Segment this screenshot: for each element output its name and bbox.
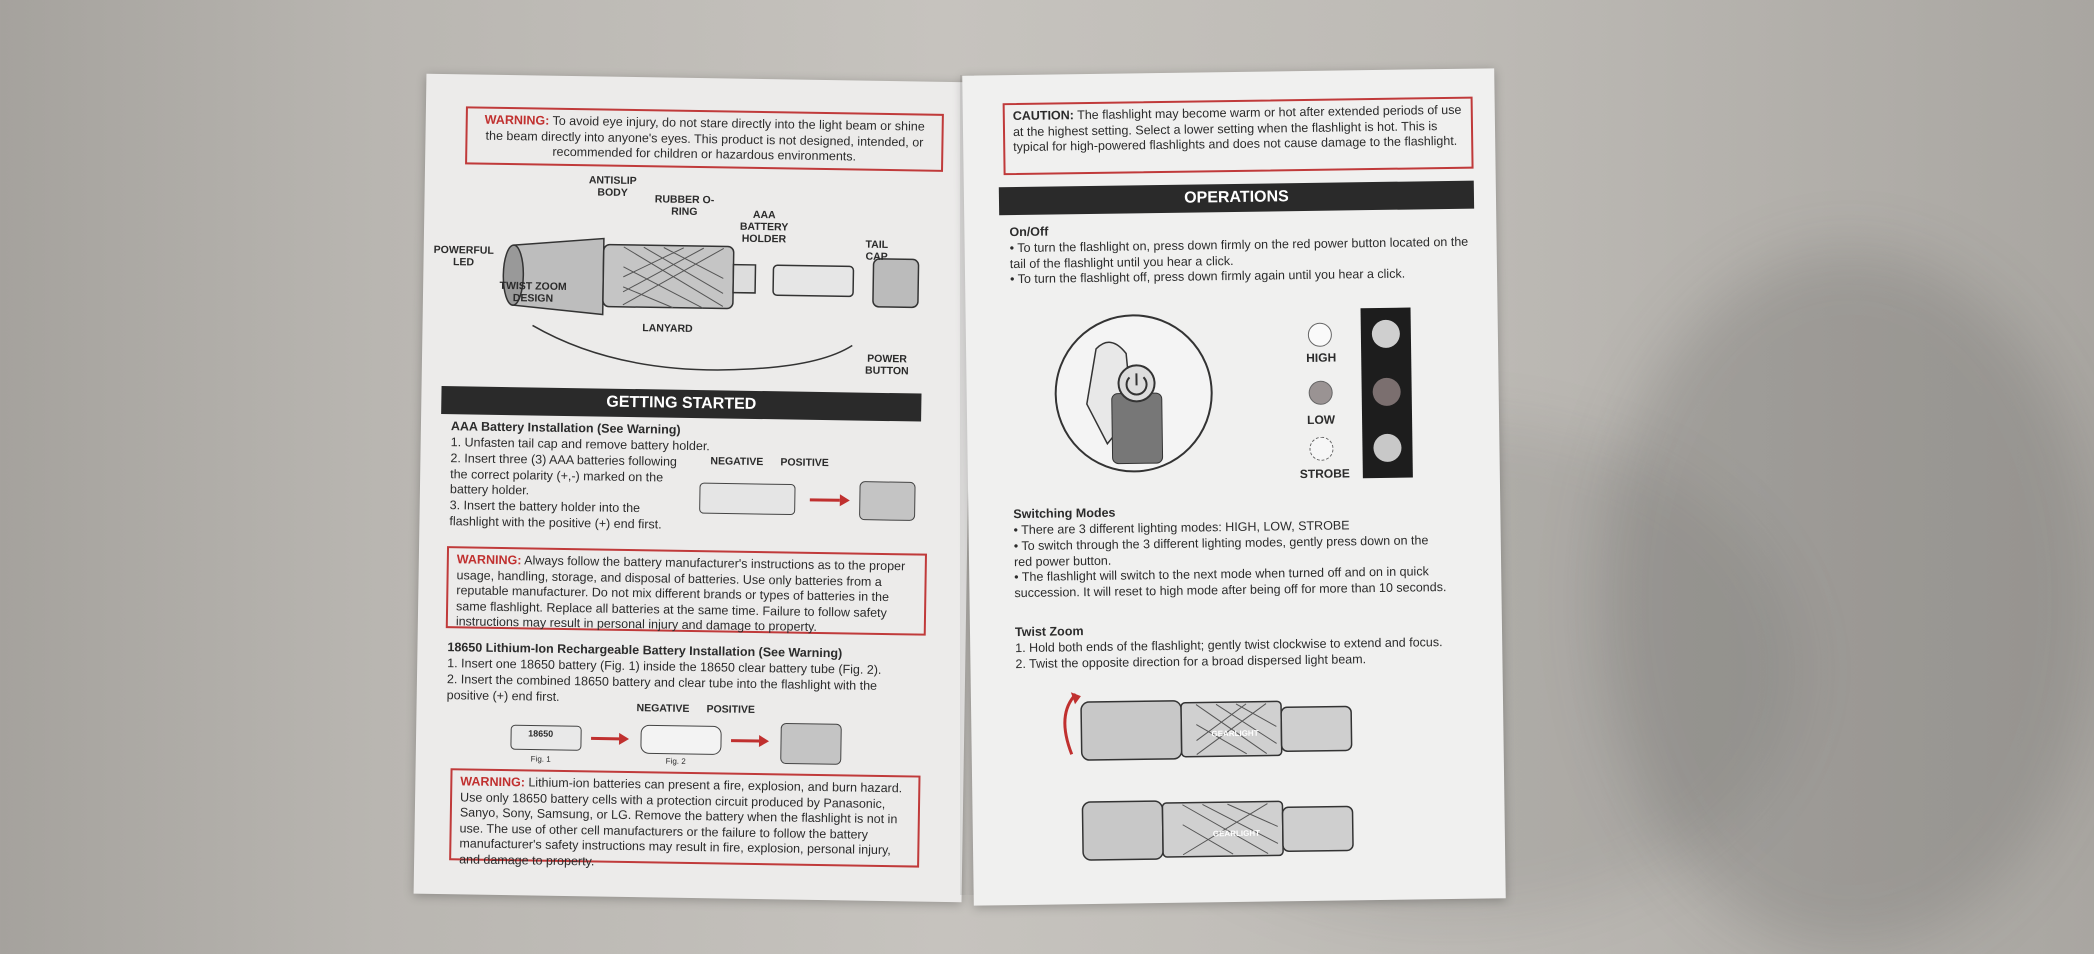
brand-label: GEARLIGHT bbox=[1211, 728, 1259, 739]
zoom-heading: Twist Zoom bbox=[1014, 624, 1084, 640]
strobe-swatch bbox=[1309, 436, 1334, 461]
lithium-warning-box: WARNING: Lithium-ion batteries can prese… bbox=[449, 768, 921, 868]
right-page: CAUTION: The flashlight may become warm … bbox=[962, 68, 1506, 906]
fig1-label: Fig. 1 bbox=[530, 754, 551, 764]
switching-item: • The flashlight will switch to the next… bbox=[1014, 564, 1447, 600]
negative-label: NEGATIVE bbox=[710, 455, 764, 469]
label-lanyard: LANYARD bbox=[642, 322, 693, 335]
label-power-button: POWER BUTTON bbox=[864, 352, 909, 378]
caution-box: CAUTION: The flashlight may become warm … bbox=[1002, 96, 1474, 176]
warning-text: To avoid eye injury, do not stare direct… bbox=[485, 113, 925, 164]
strobe-light-icon bbox=[1373, 433, 1402, 463]
warning-text: Always follow the battery manufacturer's… bbox=[455, 553, 906, 634]
onoff-heading: On/Off bbox=[1009, 224, 1049, 240]
high-light-icon bbox=[1371, 319, 1401, 349]
switching-heading: Switching Modes bbox=[1013, 505, 1116, 522]
positive-label: POSITIVE bbox=[706, 703, 756, 716]
warning-text: Lithium-ion batteries can present a fire… bbox=[459, 775, 903, 868]
mode-strobe-label: STROBE bbox=[1299, 466, 1350, 482]
aaa-step: 2. Insert three (3) AAA batteries follow… bbox=[449, 451, 678, 498]
warning-label: WARNING: bbox=[456, 552, 522, 568]
warning-label: WARNING: bbox=[460, 774, 526, 790]
flashlight-parts-diagram bbox=[502, 237, 920, 371]
caution-label: CAUTION: bbox=[1012, 108, 1075, 124]
left-page: WARNING: To avoid eye injury, do not sta… bbox=[413, 73, 975, 903]
mode-low-label: LOW bbox=[1306, 412, 1336, 427]
background-shadow bbox=[1600, 250, 2094, 950]
positive-label: POSITIVE bbox=[780, 456, 829, 470]
mode-high-label: HIGH bbox=[1306, 350, 1337, 365]
label-battery-holder: AAA BATTERY HOLDER bbox=[739, 208, 789, 246]
getting-started-heading: GETTING STARTED bbox=[441, 386, 922, 422]
battery-warning-box: WARNING: Always follow the battery manuf… bbox=[445, 546, 927, 636]
li-battery-diagram bbox=[510, 722, 842, 765]
label-antislip: ANTISLIP BODY bbox=[588, 174, 637, 199]
mode-preview-panel bbox=[1360, 307, 1413, 479]
high-swatch bbox=[1307, 322, 1333, 347]
twist-zoom-diagram bbox=[1063, 692, 1354, 861]
brand-label: GEARLIGHT bbox=[1212, 828, 1261, 839]
label-powerful-led: POWERFUL LED bbox=[433, 243, 494, 269]
label-twist-zoom: TWIST ZOOM DESIGN bbox=[499, 279, 567, 305]
operations-heading: OPERATIONS bbox=[998, 180, 1475, 216]
low-swatch bbox=[1308, 380, 1333, 405]
fig2-label: Fig. 2 bbox=[665, 756, 686, 766]
caution-text: The flashlight may become warm or hot af… bbox=[1012, 102, 1462, 155]
negative-label: NEGATIVE bbox=[636, 702, 690, 715]
eye-warning-box: WARNING: To avoid eye injury, do not sta… bbox=[465, 106, 944, 172]
aaa-step: 3. Insert the battery holder into the fl… bbox=[449, 498, 662, 531]
battery-label: 18650 bbox=[528, 728, 554, 739]
warning-label: WARNING: bbox=[484, 112, 550, 128]
aaa-battery-diagram bbox=[699, 481, 916, 521]
power-button-illustration bbox=[1054, 314, 1213, 473]
label-rubber-oring: RUBBER O-RING bbox=[654, 193, 715, 219]
aaa-heading: AAA Battery Installation (See Warning) bbox=[450, 419, 681, 437]
label-tail-cap: TAIL CAP bbox=[865, 238, 889, 264]
low-light-icon bbox=[1372, 377, 1401, 407]
